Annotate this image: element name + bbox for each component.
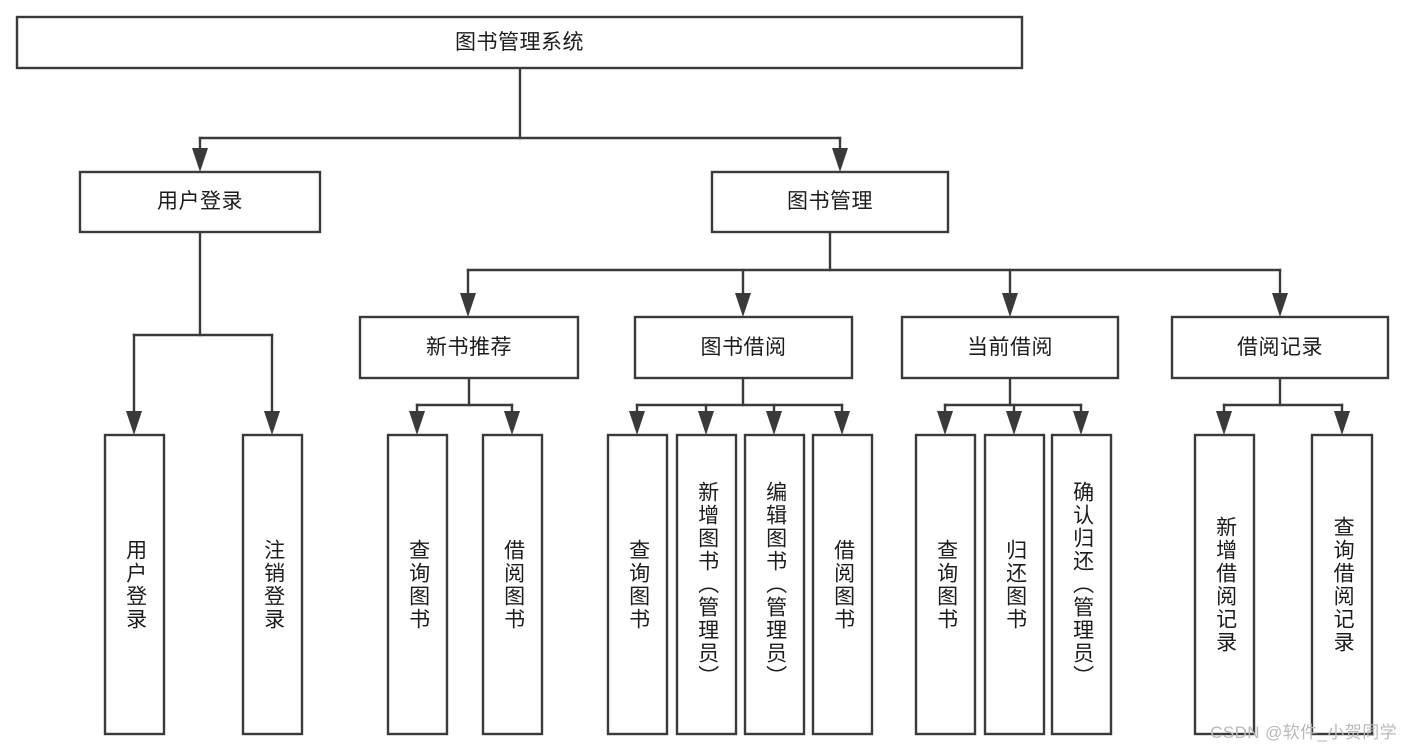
arrow-head-icon bbox=[937, 411, 953, 435]
node-box-leaf-edit-book[interactable] bbox=[743, 433, 806, 736]
arrow-head-icon bbox=[1006, 411, 1022, 435]
connector-user-login-to-leaves bbox=[126, 230, 280, 435]
arrow-head-icon bbox=[834, 411, 850, 435]
node-box-current-borrow[interactable] bbox=[900, 315, 1120, 380]
arrow-head-icon bbox=[504, 411, 520, 435]
node-box-user-login[interactable] bbox=[78, 170, 322, 234]
arrow-head-icon bbox=[1272, 293, 1288, 317]
node-box-leaf-query-book-1[interactable] bbox=[386, 433, 449, 736]
arrow-head-icon bbox=[1216, 411, 1232, 435]
arrow-head-icon bbox=[629, 411, 645, 435]
arrow-head-icon bbox=[1002, 293, 1018, 317]
connector-new-book-recommend-to-leaves bbox=[409, 376, 520, 435]
node-box-leaf-user-login[interactable] bbox=[103, 433, 166, 736]
arrow-head-icon bbox=[460, 293, 476, 317]
node-box-root[interactable] bbox=[15, 15, 1024, 70]
node-box-leaf-query-record[interactable] bbox=[1310, 433, 1374, 736]
node-box-book-borrow[interactable] bbox=[633, 315, 854, 380]
node-box-new-book-recommend[interactable] bbox=[358, 315, 580, 380]
arrow-head-icon bbox=[766, 411, 782, 435]
arrow-head-icon bbox=[735, 293, 751, 317]
node-box-leaf-logout[interactable] bbox=[241, 433, 304, 736]
node-box-leaf-confirm-return[interactable] bbox=[1050, 433, 1113, 736]
node-box-leaf-return-book[interactable] bbox=[983, 433, 1046, 736]
node-box-leaf-add-book[interactable] bbox=[675, 433, 738, 736]
arrow-head-icon bbox=[1334, 411, 1350, 435]
arrow-head-icon bbox=[698, 411, 714, 435]
arrow-head-icon bbox=[264, 411, 280, 435]
node-box-leaf-add-record[interactable] bbox=[1193, 433, 1256, 736]
node-box-leaf-query-book-2[interactable] bbox=[606, 433, 669, 736]
connector-book-manage-to-level3 bbox=[460, 230, 1288, 317]
arrow-head-icon bbox=[1073, 411, 1089, 435]
node-box-leaf-borrow-book-1[interactable] bbox=[481, 433, 544, 736]
node-box-leaf-query-book-3[interactable] bbox=[914, 433, 977, 736]
watermark-text: CSDN @软件_小贺同学 bbox=[1210, 723, 1397, 742]
arrow-head-icon bbox=[409, 411, 425, 435]
node-box-book-manage[interactable] bbox=[710, 170, 950, 234]
node-box-borrow-record[interactable] bbox=[1170, 315, 1390, 380]
connector-borrow-record-to-leaves bbox=[1216, 376, 1350, 435]
arrow-head-icon bbox=[126, 411, 142, 435]
connector-current-borrow-to-leaves bbox=[937, 376, 1089, 435]
connector-book-borrow-to-leaves bbox=[629, 376, 850, 435]
arrow-head-icon bbox=[832, 148, 848, 172]
arrow-head-icon bbox=[192, 148, 208, 172]
node-box-leaf-borrow-book-2[interactable] bbox=[811, 433, 874, 736]
connector-root-to-level2 bbox=[192, 66, 848, 172]
